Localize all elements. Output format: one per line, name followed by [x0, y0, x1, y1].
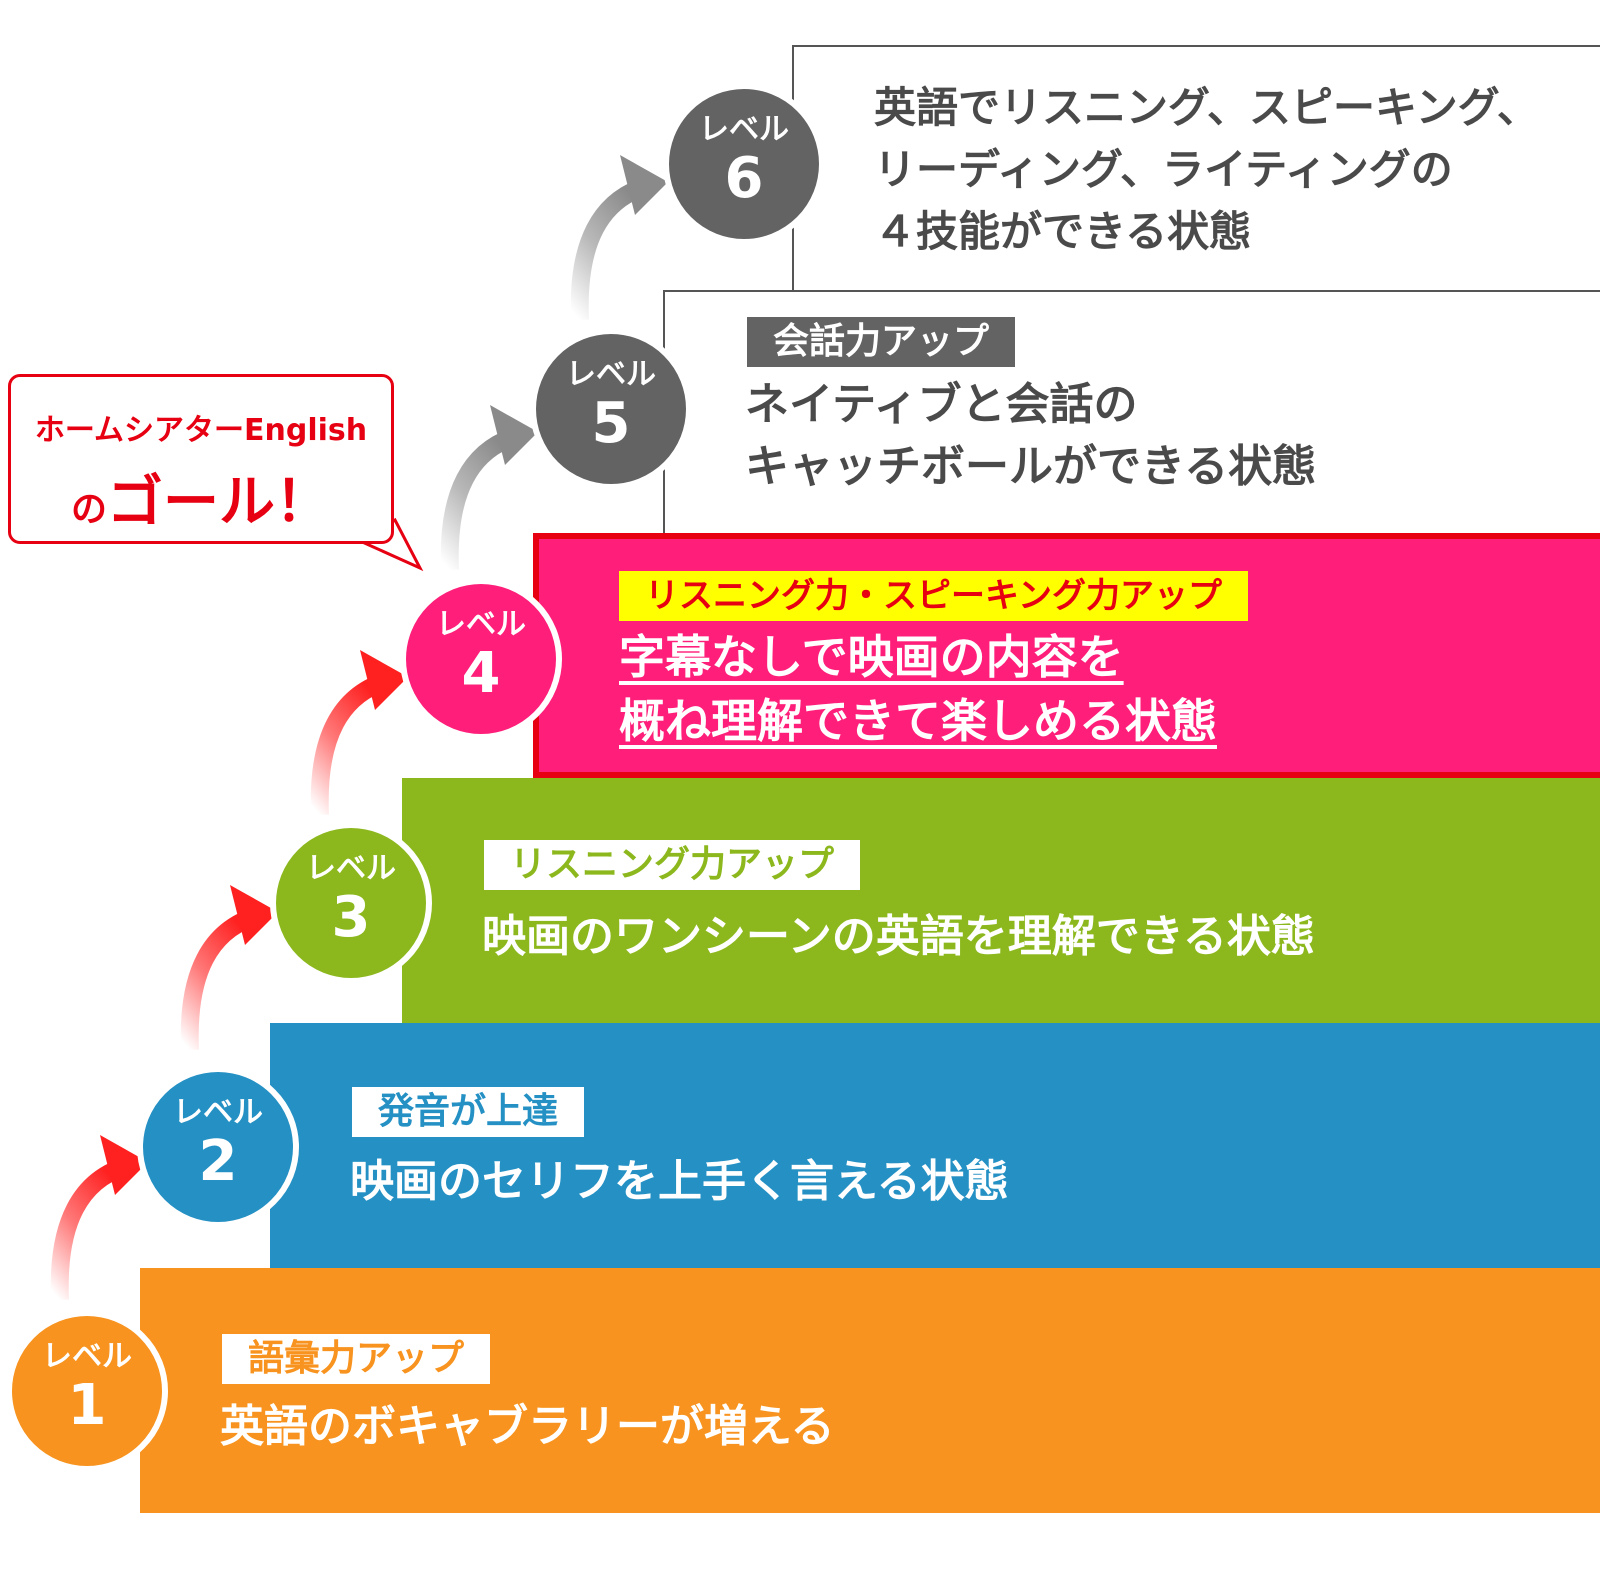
arrow-5-to-6 [570, 155, 668, 321]
arrow-2-to-3 [180, 885, 278, 1051]
callout-particle: の [70, 489, 107, 530]
level-1-badge: レベル 1 [6, 1310, 168, 1472]
level-4-tag: リスニング力・スピーキング力アップ [619, 571, 1248, 621]
level-1-description: 英語のボキャブラリーが増える [220, 1401, 835, 1452]
level-3-tag: リスニング力アップ [484, 840, 861, 890]
level-2-badge: レベル 2 [137, 1066, 299, 1228]
level-3-badge: レベル 3 [270, 822, 432, 984]
level-3-description: 映画のワンシーンの英語を理解できる状態 [482, 911, 1315, 962]
step-level-3: リスニング力アップ 映画のワンシーンの英語を理解できる状態 [402, 778, 1600, 1023]
step-level-5: 会話力アップ ネイティブと会話の キャッチボールができる状態 [663, 290, 1600, 535]
arrow-4-to-5 [440, 405, 538, 571]
callout-line-1: ホームシアターEnglish [34, 413, 368, 448]
step-level-6: 英語でリスニング、スピーキング、 リーディング、ライティングの ４技能ができる状… [792, 45, 1600, 293]
level-6-description: 英語でリスニング、スピーキング、 リーディング、ライティングの ４技能ができる状… [874, 83, 1539, 256]
level-2-description: 映画のセリフを上手く言える状態 [350, 1156, 1009, 1207]
arrow-3-to-4 [310, 650, 408, 816]
step-level-1: 語彙力アップ 英語のボキャブラリーが増える [140, 1268, 1600, 1513]
level-5-badge: レベル 5 [530, 328, 692, 490]
callout-line-2: のゴール！ [11, 457, 391, 538]
level-2-tag: 発音が上達 [352, 1087, 585, 1137]
level-6-badge: レベル 6 [663, 83, 825, 245]
level-5-description: ネイティブと会話の キャッチボールができる状態 [745, 379, 1317, 492]
level-5-tag: 会話力アップ [747, 317, 1016, 367]
level-4-description: 字幕なしで映画の内容を 概ね理解できて楽しめる状態 [619, 630, 1217, 748]
step-level-4: リスニング力・スピーキング力アップ 字幕なしで映画の内容を 概ね理解できて楽しめ… [533, 533, 1600, 778]
step-level-2: 発音が上達 映画のセリフを上手く言える状態 [270, 1023, 1600, 1268]
level-1-tag: 語彙力アップ [222, 1334, 491, 1384]
callout-goal-text: ゴール！ [107, 470, 331, 535]
level-4-badge: レベル 4 [400, 578, 562, 740]
goal-callout: ホームシアターEnglish のゴール！ [8, 374, 394, 544]
arrow-1-to-2 [50, 1135, 148, 1301]
